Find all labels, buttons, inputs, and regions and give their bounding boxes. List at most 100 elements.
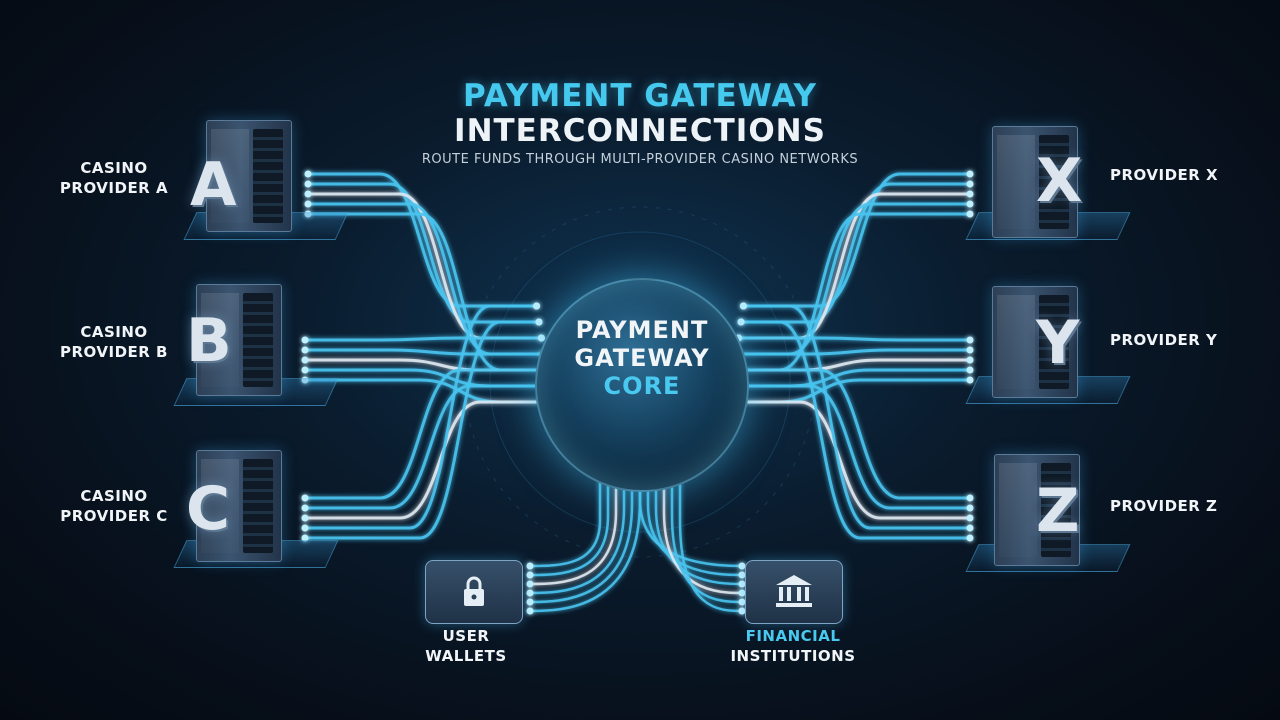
connection-node xyxy=(526,598,534,606)
connection-node xyxy=(966,494,974,502)
connection-node xyxy=(304,190,312,198)
bank-icon xyxy=(776,575,812,607)
title-line-1: PAYMENT GATEWAY xyxy=(463,78,817,114)
connection-node xyxy=(301,534,309,542)
user-wallets-label: USER WALLETS xyxy=(386,626,546,666)
connection-node xyxy=(737,318,745,326)
connection-wire xyxy=(528,450,618,586)
connection-wire xyxy=(741,304,972,530)
connection-wire xyxy=(733,378,972,404)
user-wallets-label-line1: USER xyxy=(442,627,490,645)
payment-gateway-core: PAYMENT GATEWAY CORE xyxy=(535,278,749,492)
connection-node xyxy=(966,524,974,532)
provider-x-letter: X xyxy=(1036,146,1083,216)
user-wallets-label-line2: WALLETS xyxy=(425,647,507,665)
provider-c-label-line1: CASINO xyxy=(80,487,148,505)
connection-node xyxy=(301,514,309,522)
connection-node xyxy=(301,494,309,502)
core-label-line2: GATEWAY xyxy=(574,344,710,372)
provider-y-letter: Y xyxy=(1036,308,1080,378)
connection-node xyxy=(526,571,534,579)
provider-a-label-line1: CASINO xyxy=(80,159,148,177)
server-a xyxy=(206,120,292,232)
server-b xyxy=(196,284,282,396)
server-z xyxy=(994,454,1080,566)
connection-wire xyxy=(528,450,610,577)
financial-institutions-label-line1: FINANCIAL xyxy=(745,627,841,645)
provider-b-label-line2: PROVIDER B xyxy=(60,343,168,361)
connection-node xyxy=(966,200,974,208)
connection-node xyxy=(526,607,534,615)
connection-node xyxy=(738,607,746,615)
connection-wire xyxy=(670,450,744,604)
connection-wire xyxy=(303,400,547,520)
provider-b-letter: B xyxy=(186,306,232,376)
connection-node xyxy=(304,210,312,218)
connection-wire xyxy=(303,348,546,356)
financial-institutions-label: FINANCIAL INSTITUTIONS xyxy=(713,626,873,666)
connection-node xyxy=(966,356,974,364)
title-line-2: INTERCONNECTIONS xyxy=(454,113,826,149)
server-c xyxy=(196,450,282,562)
connection-wire xyxy=(528,450,642,613)
connection-wire xyxy=(303,304,539,530)
connection-wire xyxy=(303,378,547,404)
connection-wire xyxy=(528,450,626,595)
connection-node xyxy=(533,302,541,310)
financial-institutions-card xyxy=(745,560,843,624)
connection-node xyxy=(301,336,309,344)
core-label-line1: PAYMENT xyxy=(575,316,709,344)
padlock-icon xyxy=(464,576,484,606)
financial-institutions-label-line2: INSTITUTIONS xyxy=(730,647,856,665)
connection-node xyxy=(739,302,747,310)
connection-node xyxy=(966,514,974,522)
provider-c-letter: C xyxy=(186,474,231,544)
connection-wire xyxy=(528,450,602,568)
connection-wire xyxy=(737,336,972,342)
connection-node xyxy=(301,346,309,354)
connection-node xyxy=(966,180,974,188)
connection-node xyxy=(526,562,534,570)
connection-node xyxy=(535,318,543,326)
connection-wire xyxy=(306,202,546,356)
connection-wire xyxy=(306,212,548,372)
connection-node xyxy=(966,210,974,218)
provider-z-label: PROVIDER Z xyxy=(1110,497,1218,515)
provider-x-label: PROVIDER X xyxy=(1110,166,1219,184)
provider-b-label: CASINO PROVIDER B xyxy=(54,322,174,362)
connection-wire xyxy=(646,450,744,577)
server-y xyxy=(992,286,1078,398)
connection-wire xyxy=(732,368,972,500)
connection-node xyxy=(966,190,974,198)
connection-wire xyxy=(732,212,972,372)
provider-b-label-line1: CASINO xyxy=(80,323,148,341)
user-wallets-card xyxy=(425,560,523,624)
connection-wire xyxy=(734,348,972,356)
provider-z-letter: Z xyxy=(1036,476,1080,546)
connection-node xyxy=(537,334,545,342)
connection-node xyxy=(966,376,974,384)
provider-c-label: CASINO PROVIDER C xyxy=(54,486,174,526)
subtitle: ROUTE FUNDS THROUGH MULTI-PROVIDER CASIN… xyxy=(421,152,859,167)
connection-node xyxy=(966,336,974,344)
connection-node xyxy=(738,562,746,570)
connection-node xyxy=(301,366,309,374)
server-x xyxy=(992,126,1078,238)
core-label-line3: CORE xyxy=(603,372,681,400)
connection-wire xyxy=(731,368,972,388)
connection-node xyxy=(738,571,746,579)
connection-wire xyxy=(662,450,744,595)
connection-wire xyxy=(303,320,541,540)
connection-node xyxy=(301,524,309,532)
connection-node xyxy=(526,589,534,597)
connection-node xyxy=(966,170,974,178)
provider-c-label-line2: PROVIDER C xyxy=(60,507,168,525)
connection-wire xyxy=(528,450,634,604)
connection-wire xyxy=(678,450,744,613)
connection-node xyxy=(966,534,974,542)
connection-node xyxy=(304,200,312,208)
connection-wire xyxy=(739,320,972,540)
connection-wire xyxy=(733,400,972,520)
connection-node xyxy=(966,504,974,512)
connection-node xyxy=(304,180,312,188)
